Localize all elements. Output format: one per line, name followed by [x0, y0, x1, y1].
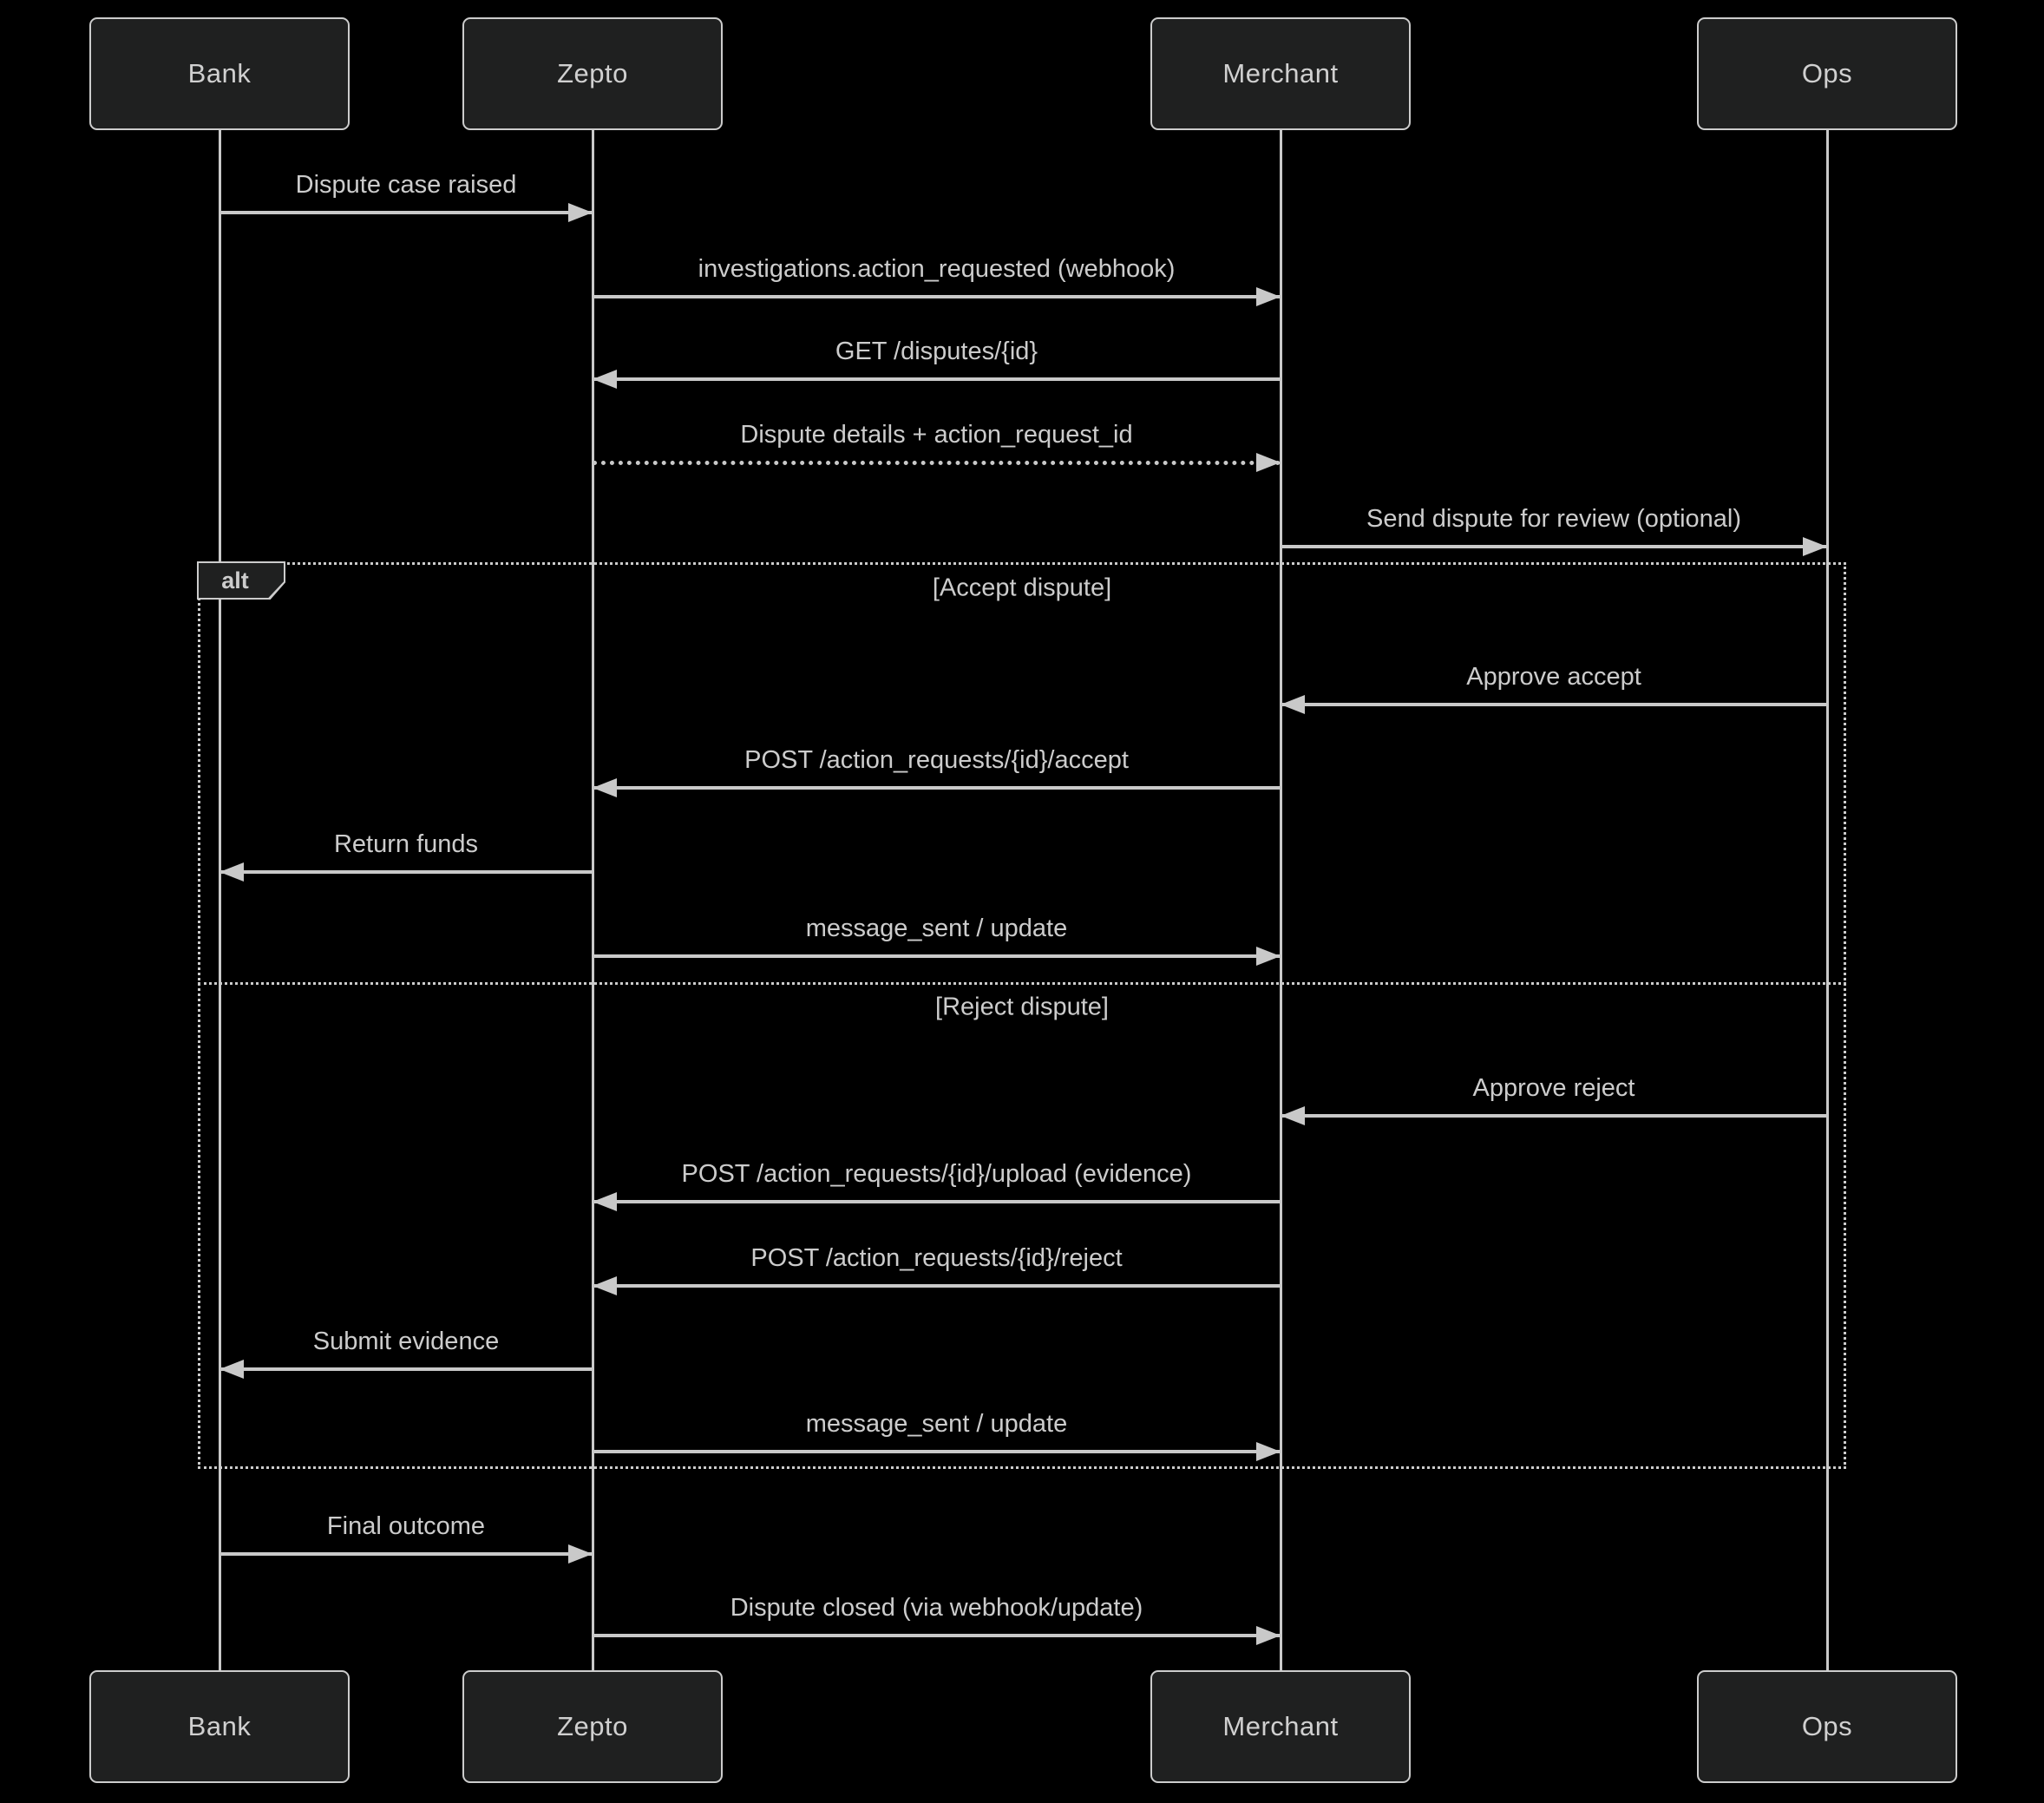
message-label-9: Approve reject	[1472, 1074, 1635, 1102]
message-label-1: investigations.action_requested (webhook…	[698, 255, 1176, 283]
actor-top-bank: Bank	[89, 17, 350, 130]
message-label-3: Dispute details + action_request_id	[740, 421, 1133, 449]
message-arrowhead-13	[1256, 1442, 1281, 1461]
message-arrowhead-8	[1256, 947, 1281, 966]
alt-tag: alt	[197, 561, 285, 600]
message-label-7: Return funds	[333, 830, 479, 858]
message-line-4	[1281, 545, 1827, 548]
message-line-10	[593, 1200, 1281, 1203]
actor-label-zepto: Zepto	[557, 58, 628, 89]
actor-bottom-bank: Bank	[89, 1670, 350, 1783]
message-line-0	[219, 211, 593, 214]
message-arrowhead-2	[593, 370, 617, 389]
message-label-15: Dispute closed (via webhook/update)	[730, 1594, 1143, 1622]
message-label-5: Approve accept	[1466, 663, 1641, 691]
message-arrowhead-0	[568, 203, 593, 222]
alt-tag-label: alt	[221, 567, 249, 593]
lifeline-zepto	[591, 130, 594, 1670]
message-label-11: POST /action_requests/{id}/reject	[750, 1244, 1123, 1272]
lifeline-merchant	[1279, 130, 1282, 1670]
alt-frame	[198, 562, 1846, 1469]
message-line-11	[593, 1284, 1281, 1288]
alt-condition-reject: [Reject dispute]	[935, 993, 1109, 1021]
message-line-8	[593, 954, 1281, 958]
message-arrowhead-5	[1281, 695, 1305, 714]
message-label-13: message_sent / update	[805, 1410, 1068, 1438]
alt-condition-accept: [Accept dispute]	[932, 574, 1112, 602]
message-label-10: POST /action_requests/{id}/upload (evide…	[681, 1160, 1192, 1188]
actor-label-merchant: Merchant	[1222, 1711, 1339, 1741]
message-arrowhead-14	[568, 1544, 593, 1564]
actor-bottom-ops: Ops	[1697, 1670, 1957, 1783]
message-line-5	[1281, 703, 1827, 706]
actor-top-merchant: Merchant	[1150, 17, 1411, 130]
message-arrowhead-4	[1803, 537, 1827, 556]
lifeline-bank	[218, 130, 221, 1670]
message-line-2	[593, 377, 1281, 381]
actor-bottom-zepto: Zepto	[462, 1670, 723, 1783]
message-arrowhead-3	[1256, 453, 1281, 472]
message-arrowhead-11	[593, 1276, 617, 1295]
message-line-1	[593, 295, 1281, 298]
message-line-14	[219, 1552, 593, 1556]
message-label-0: Dispute case raised	[295, 171, 517, 199]
actor-label-zepto: Zepto	[557, 1711, 628, 1741]
message-line-12	[219, 1367, 593, 1371]
actor-top-zepto: Zepto	[462, 17, 723, 130]
message-label-4: Send dispute for review (optional)	[1366, 505, 1742, 533]
actor-bottom-merchant: Merchant	[1150, 1670, 1411, 1783]
message-line-13	[593, 1450, 1281, 1453]
actor-label-merchant: Merchant	[1222, 58, 1339, 89]
message-line-15	[593, 1634, 1281, 1637]
lifeline-ops	[1825, 130, 1829, 1670]
message-arrowhead-12	[219, 1360, 244, 1379]
actor-label-ops: Ops	[1801, 1711, 1853, 1741]
actor-label-bank: Bank	[187, 1711, 252, 1741]
actor-label-ops: Ops	[1801, 58, 1853, 89]
message-line-7	[219, 870, 593, 874]
message-line-6	[593, 786, 1281, 790]
message-line-3	[593, 461, 1281, 465]
message-label-2: GET /disputes/{id}	[835, 338, 1038, 365]
message-arrowhead-7	[219, 862, 244, 882]
actor-label-bank: Bank	[187, 58, 252, 89]
message-arrowhead-15	[1256, 1626, 1281, 1645]
message-arrowhead-1	[1256, 287, 1281, 306]
message-label-8: message_sent / update	[805, 915, 1068, 942]
message-arrowhead-10	[593, 1192, 617, 1211]
message-arrowhead-9	[1281, 1106, 1305, 1125]
alt-tag-body: alt	[199, 563, 284, 598]
message-label-14: Final outcome	[326, 1512, 486, 1540]
message-line-9	[1281, 1114, 1827, 1118]
message-arrowhead-6	[593, 778, 617, 797]
alt-else-divider	[198, 982, 1846, 985]
message-label-6: POST /action_requests/{id}/accept	[744, 746, 1129, 774]
message-label-12: Submit evidence	[312, 1328, 500, 1355]
actor-top-ops: Ops	[1697, 17, 1957, 130]
